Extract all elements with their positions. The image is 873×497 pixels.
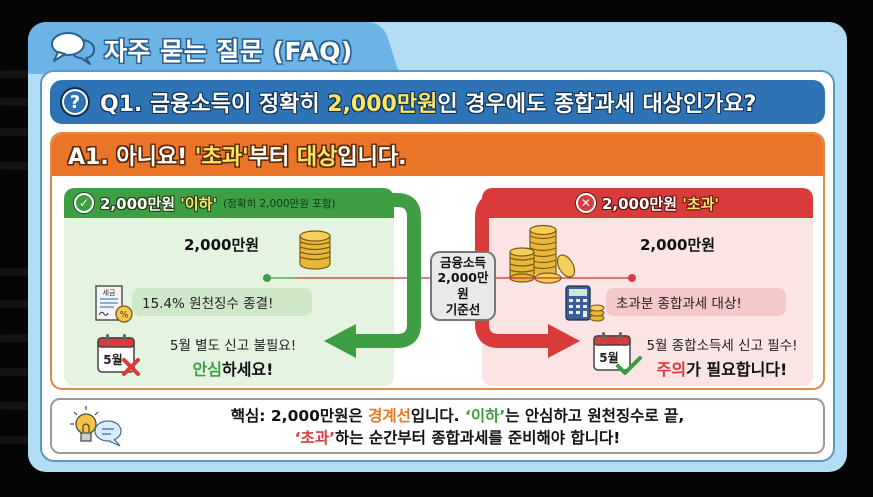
x-circle-icon: ✕ [575, 193, 596, 213]
answer-text: A1. 아니요! '초과'부터 대상입니다. [68, 139, 406, 171]
above-title-amount: 2,000만원 [601, 194, 683, 213]
summary-l2b: 하는 순간부터 종합과세를 준비해야 합니다! [334, 428, 621, 447]
threshold-box: 금융소득 2,000만원 기준선 [430, 251, 496, 321]
calculator-icon [564, 284, 606, 324]
question-prefix: Q1. 금융소득이 정확히 [100, 92, 328, 117]
excess-word: ‘초과’ [294, 428, 335, 447]
background-artifact [0, 98, 28, 106]
answer-prefix: A1. 아니요! [68, 145, 195, 170]
summary-text: 핵심: 2,000만원은 경계선입니다. ‘이하’는 안심하고 원천징수로 끝,… [112, 406, 803, 449]
below-word: ‘이하’ [464, 407, 506, 425]
caution-word: 주의 [656, 360, 687, 379]
answer-box: A1. 아니요! '초과'부터 대상입니다. ✓ 2,000만원 '이하' (정… [50, 132, 825, 390]
above-amount-label: 2,000만원 [640, 236, 716, 254]
below-amount-dot [263, 274, 271, 282]
relief-word: 안심 [192, 360, 222, 379]
question-highlight: 2,000만원 [327, 92, 438, 117]
question-suffix: 인 경우에도 종합과세 대상인가요? [437, 92, 757, 117]
answer-highlight-excess: '초과' [194, 145, 249, 170]
background-artifact [0, 162, 28, 170]
calendar-x-icon: 5월 [96, 332, 146, 378]
below-threshold-note: (정확히 2,000만원 포함) [223, 197, 336, 210]
page-title: 자주 묻는 질문 (FAQ) [104, 37, 353, 66]
above-message-line2: 주의가 필요합니다! [634, 356, 810, 380]
below-message: 5월 별도 신고 불필요! 안심하세요! [158, 334, 308, 380]
summary-line1: 핵심: 2,000만원은 경계선입니다. ‘이하’는 안심하고 원천징수로 끝, [112, 406, 803, 428]
below-title-keyword: '이하' [180, 194, 218, 213]
threshold-line1: 금융소득 [439, 254, 486, 270]
background-artifact [0, 334, 28, 342]
above-message-rest: 가 필요합니다! [686, 360, 788, 379]
summary-l1c: 입니다. [410, 407, 465, 425]
threshold-line3: 기준선 [445, 301, 481, 317]
svg-text:%: % [120, 311, 129, 321]
faq-content: ? Q1. 금융소득이 정확히 2,000만원인 경우에도 종합과세 대상인가요… [40, 70, 835, 462]
above-title-keyword: '초과' [682, 194, 720, 213]
boundary-word: 경계선 [368, 407, 411, 425]
coin-stack-icon [298, 228, 332, 270]
withholding-pill: 15.4% 원천징수 종결! [132, 288, 312, 316]
above-threshold-header: ✕ 2,000만원 '초과' [482, 188, 813, 218]
calendar-check-icon: 5월 [592, 330, 646, 378]
background-artifact [0, 300, 28, 308]
answer-suffix: 입니다. [337, 145, 407, 170]
summary-line2: ‘초과’하는 순간부터 종합과세를 준비해야 합니다! [112, 428, 803, 450]
lightbulb-chat-icon [68, 404, 124, 450]
faq-card: 자주 묻는 질문 (FAQ) ? Q1. 금융소득이 정확히 2,000만원인 … [28, 22, 847, 472]
below-threshold-panel: ✓ 2,000만원 '이하' (정확히 2,000만원 포함) 2,000만원 [64, 188, 394, 386]
summary-l1a: 핵심: 2,000만원은 [230, 407, 369, 425]
check-glyph: ✓ [78, 196, 90, 210]
above-threshold-panel: ✕ 2,000만원 '초과' [482, 188, 813, 386]
below-amount-label: 2,000만원 [184, 236, 260, 254]
above-threshold-title: 2,000만원 '초과' [602, 193, 719, 214]
chat-bubbles-icon [50, 30, 98, 66]
question-text: Q1. 금융소득이 정확히 2,000만원인 경우에도 종합과세 대상인가요? [100, 86, 756, 118]
below-title-amount: 2,000만원 [100, 194, 181, 213]
svg-text:세금: 세금 [103, 288, 116, 297]
tax-receipt-icon: 세금 % [94, 284, 134, 324]
background-artifact [0, 368, 28, 376]
check-circle-icon: ✓ [74, 193, 94, 213]
answer-bar: A1. 아니요! '초과'부터 대상입니다. [52, 134, 823, 176]
summary-l1e: 는 안심하고 원천징수로 끝, [505, 407, 685, 425]
summary-box: 핵심: 2,000만원은 경계선입니다. ‘이하’는 안심하고 원천징수로 끝,… [50, 398, 825, 454]
background-artifact [0, 402, 28, 410]
below-message-line1: 5월 별도 신고 불필요! [169, 338, 297, 354]
header-tab [28, 22, 373, 74]
above-amount-dot [628, 274, 636, 282]
below-message-rest: 하세요! [221, 360, 274, 379]
background-artifact [0, 128, 28, 136]
background-artifact [0, 436, 28, 444]
question-glyph: ? [69, 91, 81, 113]
background-artifact [0, 70, 28, 78]
question-bar: ? Q1. 금융소득이 정확히 2,000만원인 경우에도 종합과세 대상인가요… [50, 80, 825, 124]
below-threshold-title: 2,000만원 '이하' [100, 193, 217, 214]
x-glyph: ✕ [580, 196, 591, 210]
comprehensive-tax-pill: 초과분 종합과세 대상! [606, 288, 786, 316]
svg-text:5월: 5월 [599, 350, 618, 365]
answer-middle: 부터 [248, 145, 297, 170]
svg-text:5월: 5월 [103, 352, 122, 367]
below-message-line2: 안심하세요! [158, 356, 308, 380]
above-message: 5월 종합소득세 신고 필수! 주의가 필요합니다! [634, 334, 810, 380]
below-threshold-header: ✓ 2,000만원 '이하' (정확히 2,000만원 포함) [64, 188, 394, 218]
above-message-line1: 5월 종합소득세 신고 필수! [646, 338, 798, 354]
question-mark-icon: ? [60, 87, 90, 117]
coin-pile-icon [508, 224, 578, 286]
threshold-line2: 2,000만원 [437, 270, 489, 301]
background-artifact [0, 268, 28, 276]
answer-highlight-target: 대상 [296, 145, 338, 170]
